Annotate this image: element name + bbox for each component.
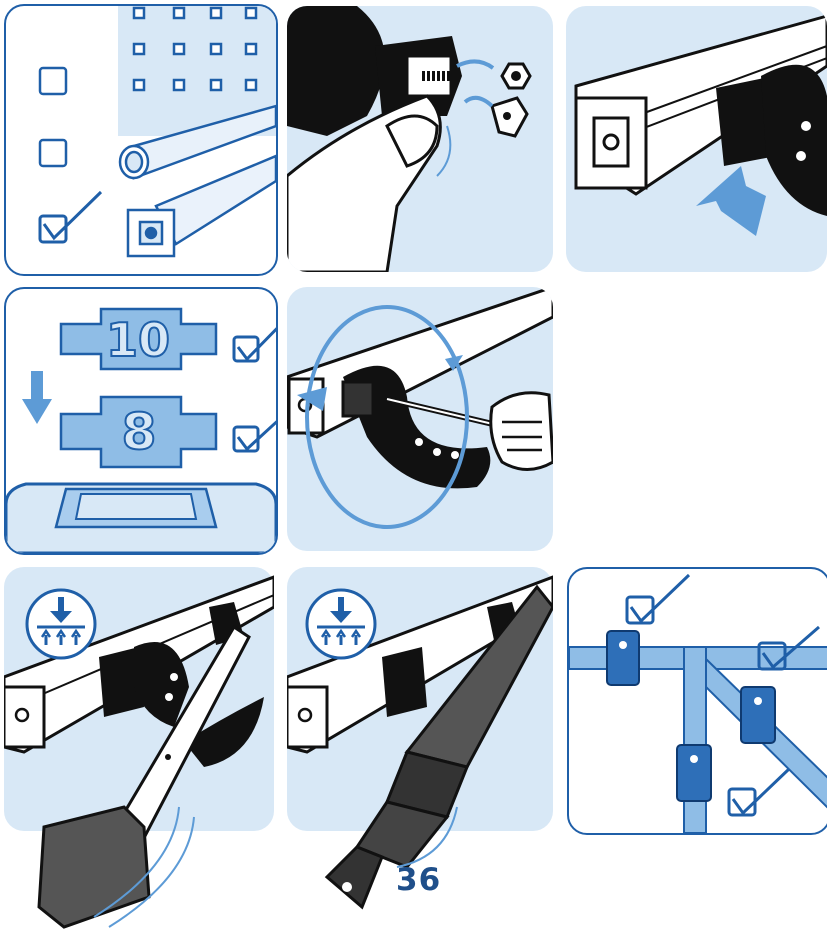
slot-size-8-label: 8 [122, 403, 157, 461]
step-4-illustration: 10 8 [6, 289, 276, 553]
step-3-panel [566, 6, 827, 272]
slot-size-8: 8 [61, 397, 216, 467]
push-arrow-icon [696, 166, 766, 236]
page-number: 36 [396, 862, 441, 898]
step-5-panel [287, 287, 553, 551]
step-3-illustration [566, 6, 827, 272]
slot-size-10: 10 [61, 309, 216, 369]
step-2-panel [287, 6, 553, 272]
step-1-panel [4, 4, 278, 276]
step-1-illustration [6, 6, 276, 274]
press-fit-icon [27, 590, 95, 658]
step-8-illustration [569, 569, 827, 833]
step-8-panel [567, 567, 827, 835]
rotate-arrows-icon [457, 61, 493, 106]
checkbox-checked-icon [729, 769, 789, 815]
step-6-illustration [4, 567, 274, 931]
aluminum-profile [576, 98, 646, 188]
checkbox-empty-icon [40, 68, 66, 94]
press-fit-icon [307, 590, 375, 658]
aluminum-profile [4, 687, 44, 747]
step-5-illustration [287, 287, 553, 551]
checkbox-checked-icon [40, 192, 101, 242]
hex-nut-icon [502, 64, 530, 88]
step-2-illustration [287, 6, 553, 272]
hand [491, 393, 553, 470]
checkbox-checked-icon [234, 309, 276, 361]
slot-size-10-label: 10 [106, 313, 170, 367]
step-6-panel [4, 567, 274, 831]
step-4-panel: 10 8 [4, 287, 278, 555]
checkbox-checked-icon [234, 404, 276, 451]
checkbox-checked-icon [627, 575, 689, 623]
aluminum-profile [287, 687, 327, 747]
step-7-panel [287, 567, 553, 831]
down-arrow-icon [22, 371, 52, 424]
checkbox-empty-icon [40, 140, 66, 166]
t-nut-icon [492, 98, 527, 136]
